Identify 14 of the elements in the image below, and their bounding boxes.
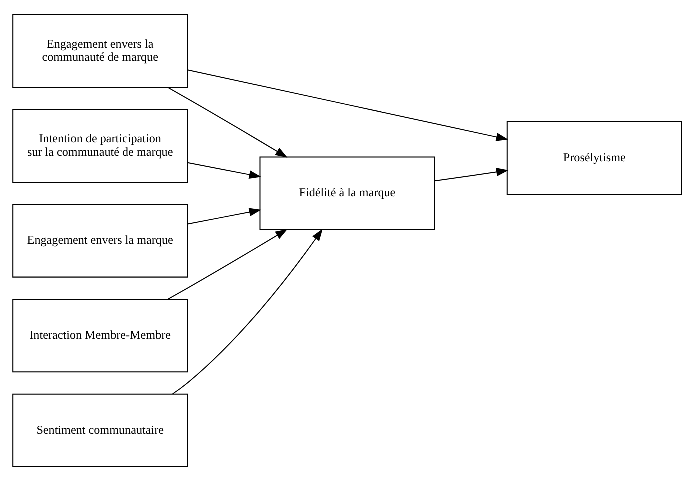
node-box: Sentiment communautaire: [12, 393, 188, 467]
arrow: [168, 86, 288, 158]
arrow: [168, 228, 288, 300]
node-box: Fidélité à la marque: [259, 156, 435, 230]
arrow: [187, 162, 262, 179]
node-box: Engagement envers la marque: [12, 204, 188, 278]
arrow: [187, 208, 262, 224]
arrow: [434, 168, 508, 182]
arrow: [172, 228, 322, 394]
node-box: Engagement envers la communauté de marque: [12, 14, 188, 88]
node-box: Intention de participation sur la communauté de marque: [12, 108, 188, 182]
node-box: Prosélytisme: [506, 120, 682, 195]
arrow: [187, 69, 508, 141]
node-box: Interaction Membre-Membre: [12, 298, 188, 372]
